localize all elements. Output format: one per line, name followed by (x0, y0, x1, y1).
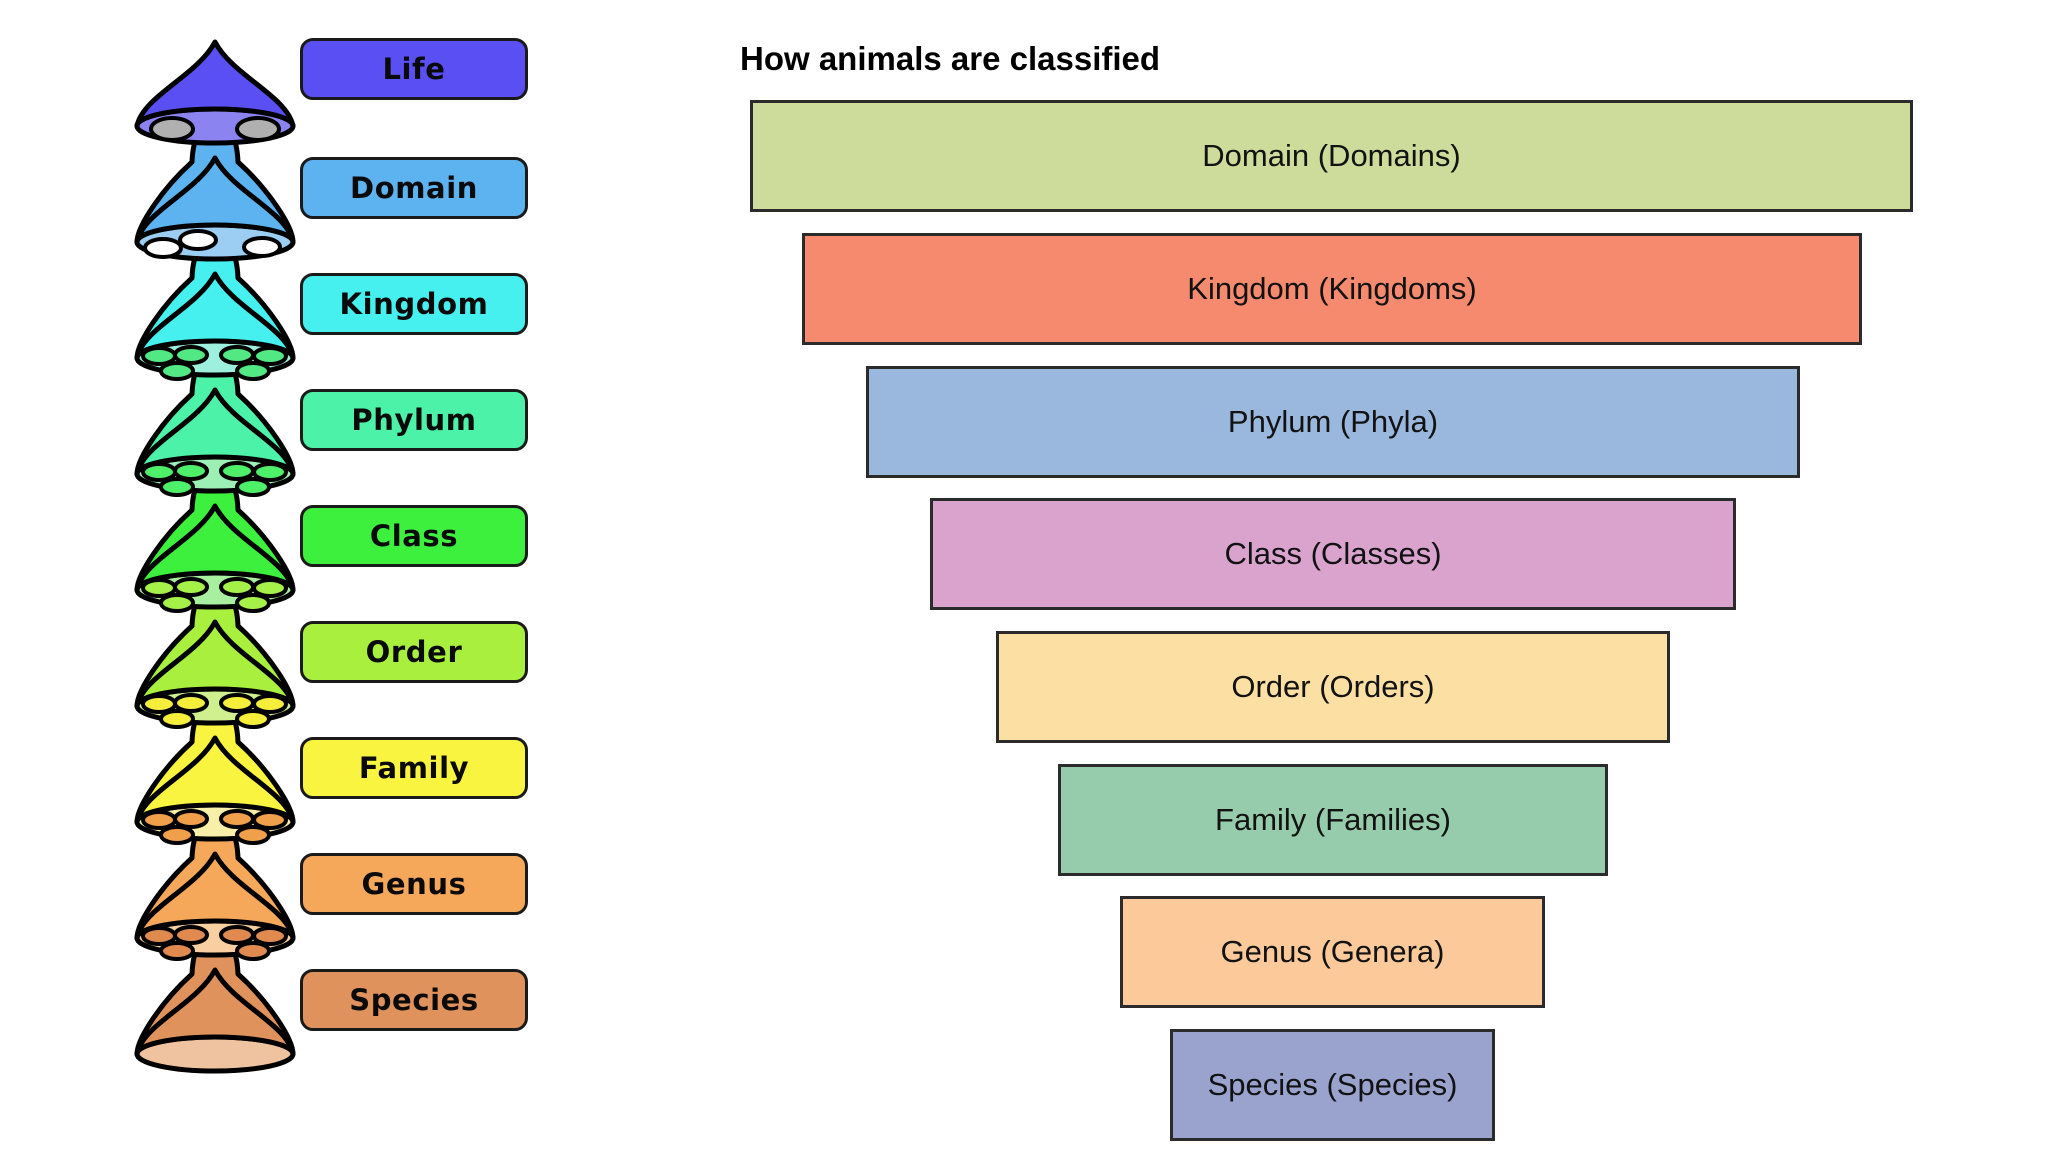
rank-label-text: Family (358, 751, 470, 785)
rank-label-text: Genus (361, 867, 467, 901)
rank-label-text: Domain (350, 171, 478, 205)
mushroom-cap (134, 967, 296, 1057)
funnel-bar-order[interactable]: Order (Orders) (996, 631, 1670, 743)
mushroom-cell (219, 925, 255, 945)
mushroom-cell (173, 925, 209, 945)
funnel-bar-group: Domain (Domains) Kingdom (Kingdoms) Phyl… (560, 100, 2048, 1141)
rank-label-species[interactable]: Species (300, 969, 528, 1031)
funnel-bar-label: Family (Families) (1215, 802, 1451, 837)
mushroom-cell (252, 926, 288, 946)
mushroom-cell (173, 461, 209, 481)
mushroom-cap (134, 735, 296, 825)
mushroom-cap (134, 155, 296, 245)
mushroom-cell (141, 578, 177, 598)
rank-label-text: Species (349, 983, 479, 1017)
mushroom-cell (159, 941, 195, 961)
funnel-bar-label: Kingdom (Kingdoms) (1187, 271, 1477, 306)
mushroom-cell (252, 694, 288, 714)
mushroom-cell (252, 810, 288, 830)
rank-label-text: Order (365, 635, 463, 669)
mushroom-cap (134, 619, 296, 709)
mushroom-cell (141, 694, 177, 714)
mushroom-cell (252, 346, 288, 366)
mushroom-cap (134, 851, 296, 941)
funnel-chart-title: How animals are classified (740, 40, 1161, 77)
funnel-bar-label: Phylum (Phyla) (1227, 404, 1439, 439)
mushroom-cell (159, 477, 195, 497)
rank-label-text: Phylum (351, 403, 477, 437)
funnel-bar-phylum[interactable]: Phylum (Phyla) (866, 366, 1800, 478)
mushroom-cell (141, 926, 177, 946)
mushroom-cell (173, 577, 209, 597)
funnel-bar-domain[interactable]: Domain (Domains) (750, 100, 1913, 212)
funnel-bar-genus[interactable]: Genus (Genera) (1120, 896, 1545, 1008)
funnel-bar-label: Class (Classes) (1224, 536, 1442, 571)
mushroom-cap (134, 387, 296, 477)
mushroom-cell (219, 461, 255, 481)
taxonomy-pyramid-panel: Life Domain Kingdom Phylum Class Order F… (0, 0, 560, 1152)
mushroom-cell (159, 361, 195, 381)
mushroom-cell (242, 236, 282, 258)
mushroom-level-species (134, 967, 296, 1074)
rank-label-life[interactable]: Life (300, 38, 528, 100)
mushroom-cell (252, 462, 288, 482)
mushroom-cell (143, 237, 183, 259)
rank-label-family[interactable]: Family (300, 737, 528, 799)
mushroom-cap (134, 271, 296, 361)
mushroom-cell (173, 809, 209, 829)
rank-label-phylum[interactable]: Phylum (300, 389, 528, 451)
mushroom-cell (159, 593, 195, 613)
mushroom-cell (235, 116, 281, 142)
mushroom-cell (149, 116, 195, 142)
mushroom-cell (141, 462, 177, 482)
mushroom-cell (141, 810, 177, 830)
mushroom-cell (141, 346, 177, 366)
funnel-bar-label: Genus (Genera) (1220, 934, 1445, 969)
funnel-bar-label: Order (Orders) (1231, 669, 1435, 704)
rank-label-class[interactable]: Class (300, 505, 528, 567)
mushroom-cell (159, 825, 195, 845)
mushroom-cell (235, 709, 271, 729)
mushroom-stack-svg (134, 39, 296, 1074)
rank-label-order[interactable]: Order (300, 621, 528, 683)
rank-label-kingdom[interactable]: Kingdom (300, 273, 528, 335)
rank-label-domain[interactable]: Domain (300, 157, 528, 219)
mushroom-cap (134, 39, 296, 129)
funnel-bar-species[interactable]: Species (Species) (1170, 1029, 1495, 1141)
funnel-chart-panel: How animals are classified Domain (Domai… (560, 0, 2048, 1152)
mushroom-cell (235, 593, 271, 613)
rank-label-genus[interactable]: Genus (300, 853, 528, 915)
mushroom-cap (134, 503, 296, 593)
mushroom-cell (219, 577, 255, 597)
mushroom-cell (159, 709, 195, 729)
funnel-bar-label: Species (Species) (1207, 1067, 1458, 1102)
funnel-bar-kingdom[interactable]: Kingdom (Kingdoms) (802, 233, 1862, 345)
mushroom-cell (219, 345, 255, 365)
funnel-bar-label: Domain (Domains) (1202, 138, 1461, 173)
mushroom-cell (178, 229, 218, 251)
rank-label-text: Kingdom (339, 287, 489, 321)
rank-label-text: Class (369, 519, 459, 553)
funnel-bar-class[interactable]: Class (Classes) (930, 498, 1736, 610)
mushroom-stack-diagram (110, 30, 320, 1140)
mushroom-cell (252, 578, 288, 598)
mushroom-cell (173, 693, 209, 713)
mushroom-cell (219, 693, 255, 713)
mushroom-cell (235, 825, 271, 845)
rank-label-text: Life (382, 52, 446, 86)
mushroom-cell (235, 477, 271, 497)
rank-label-column: Life Domain Kingdom Phylum Class Order F… (300, 30, 540, 1140)
mushroom-cell (235, 941, 271, 961)
mushroom-cell (173, 345, 209, 365)
mushroom-cell (235, 361, 271, 381)
funnel-bar-family[interactable]: Family (Families) (1058, 764, 1608, 876)
mushroom-cell (219, 809, 255, 829)
